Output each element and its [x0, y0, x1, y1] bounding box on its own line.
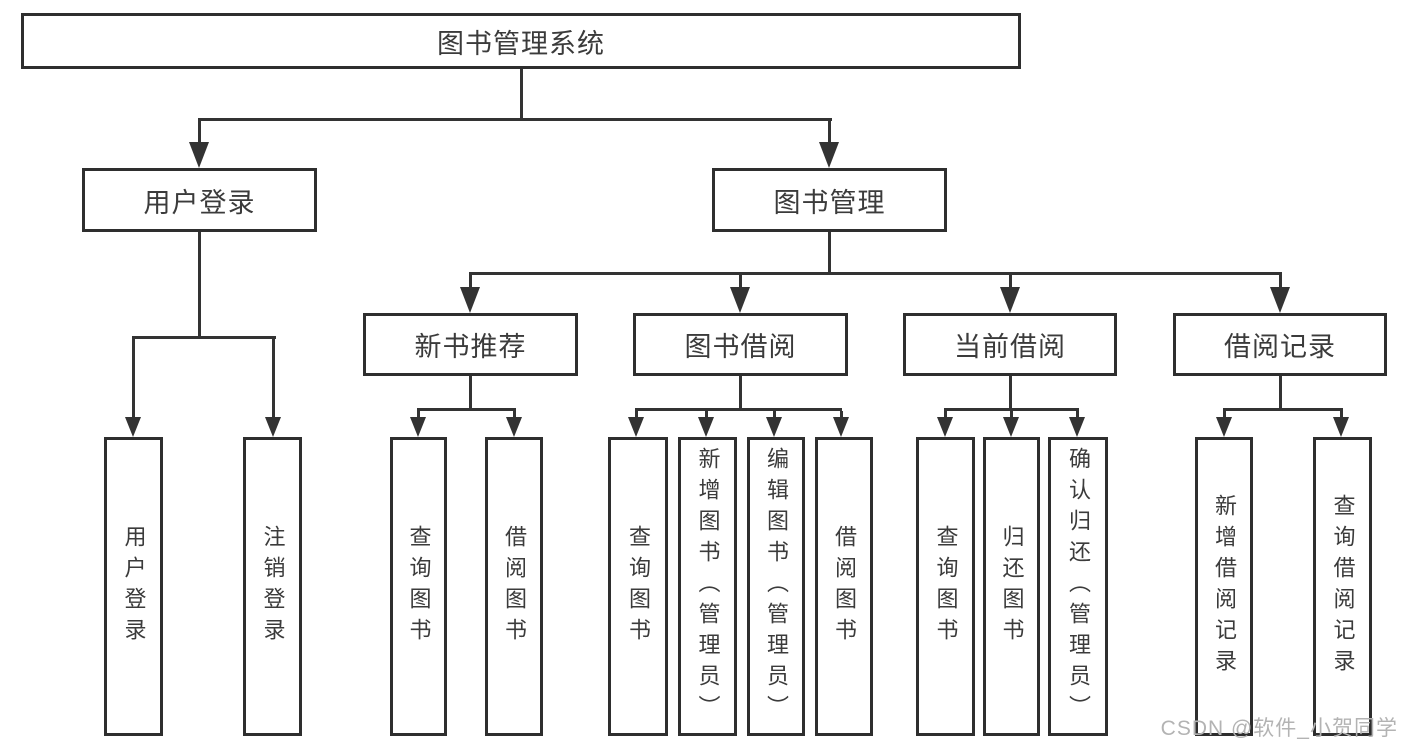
- arrowhead-down-icon: [1333, 417, 1349, 437]
- connector-user-login-split: [132, 336, 276, 339]
- arrowhead-down-icon: [628, 417, 644, 437]
- connector-stem-leaf: [1340, 411, 1343, 419]
- connector-stem-leaf: [513, 411, 516, 419]
- node-user-login: 用户登录: [82, 168, 317, 232]
- connector-stem-section: [1009, 275, 1012, 289]
- arrowhead-down-icon: [460, 287, 480, 313]
- arrowhead-down-icon: [1216, 417, 1232, 437]
- leaf-label: 查询图书: [406, 524, 432, 649]
- leaf-borrow-books: 借阅图书: [815, 437, 873, 736]
- arrowhead-down-icon: [1069, 417, 1085, 437]
- arrowhead-down-icon: [766, 417, 782, 437]
- connector-stem-leaf: [1223, 411, 1226, 419]
- leaf-query-books: 查询图书: [390, 437, 447, 736]
- connector-stem-leaf: [417, 411, 420, 419]
- arrowhead-down-icon: [1003, 417, 1019, 437]
- arrowhead-down-icon: [833, 417, 849, 437]
- leaf-label: 查询图书: [933, 524, 959, 649]
- arrowhead-down-icon: [265, 417, 281, 437]
- leaf-label: 归还图书: [999, 524, 1025, 649]
- arrowhead-down-icon: [730, 287, 750, 313]
- arrowhead-down-icon: [1270, 287, 1290, 313]
- connector-current-borrow-down: [1009, 376, 1012, 411]
- connector-new-book-split: [417, 408, 516, 411]
- leaf-confirm-return-admin: 确认归还（管理员）: [1048, 437, 1108, 736]
- connector-current-borrow-split: [944, 408, 1079, 411]
- leaf-borrow-books: 借阅图书: [485, 437, 543, 736]
- arrowhead-down-icon: [189, 142, 209, 168]
- arrowhead-down-icon: [937, 417, 953, 437]
- leaf-label: 新增借阅记录: [1212, 493, 1237, 680]
- connector-stem-leaf: [944, 411, 947, 419]
- leaf-label: 新增图书（管理员）: [695, 447, 721, 726]
- leaf-user-login: 用户登录: [104, 437, 163, 736]
- leaf-query-books: 查询图书: [608, 437, 668, 736]
- leaf-logout: 注销登录: [243, 437, 302, 736]
- arrowhead-down-icon: [698, 417, 714, 437]
- connector-stem-leaf: [635, 411, 638, 419]
- node-library-management-system: 图书管理系统: [21, 13, 1021, 69]
- connector-stem-book-management: [828, 121, 831, 144]
- connector-book-management-down: [828, 232, 831, 275]
- arrowhead-down-icon: [1000, 287, 1020, 313]
- connector-stem-leaf: [705, 411, 708, 419]
- connector-stem-section: [1279, 275, 1282, 289]
- connector-user-login-down: [198, 232, 201, 339]
- leaf-query-borrow-record: 查询借阅记录: [1313, 437, 1372, 736]
- node-current-borrowing: 当前借阅: [903, 313, 1117, 376]
- connector-stem-leaf: [1076, 411, 1079, 419]
- connector-stem-leaf: [1010, 411, 1013, 419]
- connector-records-down: [1279, 376, 1282, 411]
- connector-stem-leaf: [132, 339, 135, 419]
- leaf-return-books: 归还图书: [983, 437, 1040, 736]
- leaf-label: 编辑图书（管理员）: [764, 447, 789, 726]
- arrowhead-down-icon: [819, 142, 839, 168]
- leaf-add-book-admin: 新增图书（管理员）: [678, 437, 737, 736]
- connector-stem-user-login: [198, 121, 201, 144]
- csdn-watermark: CSDN @软件_小贺同学: [1160, 717, 1398, 740]
- leaf-label: 用户登录: [121, 524, 147, 649]
- leaf-label: 注销登录: [260, 524, 286, 649]
- node-book-management: 图书管理: [712, 168, 947, 232]
- leaf-add-borrow-record: 新增借阅记录: [1195, 437, 1253, 736]
- arrowhead-down-icon: [506, 417, 522, 437]
- node-borrowing-records: 借阅记录: [1173, 313, 1387, 376]
- connector-stem-leaf: [773, 411, 776, 419]
- connector-stem-leaf: [272, 339, 275, 419]
- connector-stem-leaf: [840, 411, 843, 419]
- connector-new-book-down: [469, 376, 472, 411]
- connector-stem-section: [739, 275, 742, 289]
- connector-stem-section: [469, 275, 472, 289]
- node-book-borrowing: 图书借阅: [633, 313, 848, 376]
- arrowhead-down-icon: [410, 417, 426, 437]
- connector-root-down: [520, 69, 523, 121]
- leaf-edit-book-admin: 编辑图书（管理员）: [747, 437, 805, 736]
- leaf-label: 查询图书: [626, 524, 651, 649]
- node-new-book-recommendation: 新书推荐: [363, 313, 578, 376]
- connector-level2-split: [469, 272, 1282, 275]
- arrowhead-down-icon: [125, 417, 141, 437]
- connector-level1-split: [198, 118, 832, 121]
- leaf-label: 借阅图书: [502, 524, 527, 649]
- leaf-label: 借阅图书: [832, 524, 857, 649]
- leaf-label: 确认归还（管理员）: [1066, 447, 1091, 726]
- leaf-label: 查询借阅记录: [1330, 493, 1356, 680]
- connector-records-split: [1223, 408, 1343, 411]
- connector-book-borrow-down: [739, 376, 742, 411]
- leaf-query-books: 查询图书: [916, 437, 975, 736]
- connector-book-borrow-split: [635, 408, 842, 411]
